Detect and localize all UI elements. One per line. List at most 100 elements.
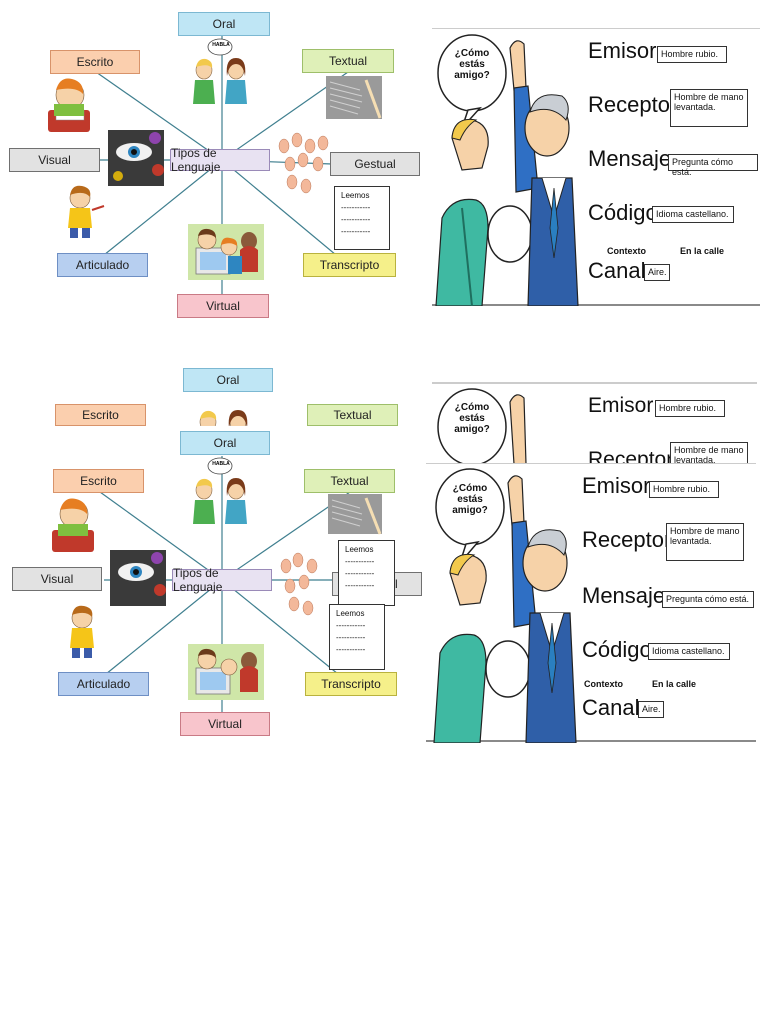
contexto-value: En la calle [680, 246, 725, 256]
reading-note-2: Leemos ----------- ----------- ---------… [329, 604, 385, 670]
note-title: Leemos [341, 191, 370, 200]
node-oral: Oral [183, 368, 273, 392]
node-tipos-de-lenguaje: Tipos de Lenguaje [172, 566, 272, 594]
emisor-label: Emisor: [588, 394, 660, 417]
child-writing-illustration [48, 78, 90, 132]
eye-collage-illustration [108, 130, 164, 186]
node-transcripto-label: Transcripto [319, 258, 380, 272]
node-virtual: Virtual [180, 712, 270, 736]
note-line: ----------- [341, 215, 371, 224]
node-transcripto-label: Transcripto [321, 677, 381, 691]
partial-illustration [432, 382, 757, 464]
node-escrito-label: Escrito [80, 474, 117, 488]
node-oral: Oral [178, 12, 270, 36]
codigo-label: Código: [588, 200, 664, 225]
receptor-label: Receptor: [582, 527, 678, 552]
canal-label: Canal: [588, 258, 652, 283]
diagram-connectors [48, 36, 382, 296]
note-line: ----------- [345, 569, 375, 578]
receptor-label: Receptor: [588, 92, 684, 117]
reading-note: Leemos ----------- ----------- ---------… [338, 540, 395, 606]
node-gestual-label: Gestual [354, 157, 396, 171]
mensaje-value: Pregunta cómo está. [668, 154, 758, 177]
two-men-illustration [426, 463, 756, 743]
node-visual: Visual [12, 567, 102, 591]
node-articulado-label: Articulado [75, 258, 130, 272]
contexto-label: Contexto [607, 246, 646, 256]
speech-bubble-text: ¿Cómo estás amigo? [452, 483, 488, 516]
note-title: Leemos [336, 609, 365, 618]
node-visual-label: Visual [40, 572, 74, 586]
eye-collage-illustration [110, 550, 166, 606]
node-escrito: Escrito [53, 469, 144, 493]
language-types-diagram: Oral Escrito Textual Visual Tipos de Len… [0, 0, 430, 330]
note-line: ----------- [341, 203, 371, 212]
mensaje-value: Pregunta cómo está. [662, 591, 754, 608]
note-line: ----------- [341, 227, 371, 236]
node-virtual: Virtual [177, 294, 269, 318]
emisor-label: Emisor: [582, 473, 657, 498]
receptor-value: Hombre de mano levantada. [670, 89, 748, 127]
node-textual-label: Textual [328, 54, 368, 68]
communication-elements-panel-2: ¿Cómo estás amigo? Emisor: Hombre rubio.… [426, 463, 756, 743]
node-oral-label: Oral [213, 436, 237, 450]
node-articulado: Articulado [58, 672, 149, 696]
speech-bubble-small: HABLA [212, 461, 230, 467]
canal-value: Aire. [644, 264, 670, 281]
node-textual-label: Textual [333, 408, 372, 422]
receptor-value: Hombre de mano levantada. [666, 523, 744, 561]
contexto-label: Contexto [584, 679, 623, 689]
communication-elements-panel: ¿Cómo estás amigo? Emisor: Hombre rubio.… [432, 28, 760, 306]
emisor-label: Emisor: [588, 38, 663, 63]
speech-bubble-text: ¿Cómo estás amigo? [454, 48, 490, 81]
kids-computer-illustration [188, 224, 264, 280]
node-visual-label: Visual [38, 153, 71, 167]
codigo-value: Idioma castellano. [648, 643, 730, 660]
note-title: Leemos [345, 545, 374, 554]
receptor-value: Hombre de mano levantada. [670, 442, 748, 464]
receptor-label: Receptor: [588, 448, 680, 464]
codigo-label: Código: [582, 637, 658, 662]
node-textual: Textual [307, 404, 398, 426]
talking-boy-illustration [68, 185, 105, 238]
node-escrito-label: Escrito [82, 408, 119, 422]
node-tipos-label: Tipos de Lenguaje [171, 146, 221, 174]
mensaje-label: Mensaje: [582, 583, 672, 608]
talking-kids-partial [196, 409, 250, 426]
talking-kids-illustration [192, 457, 248, 525]
mensaje-label: Mensaje: [588, 146, 678, 171]
note-line: ----------- [345, 581, 375, 590]
kids-computer-illustration [188, 644, 264, 700]
node-escrito: Escrito [55, 404, 146, 426]
node-escrito-label: Escrito [76, 55, 114, 69]
canal-value: Aire. [638, 701, 664, 718]
diagram-partial-copy: Oral Escrito Textual [0, 366, 430, 426]
two-men-illustration [432, 28, 760, 306]
node-tipos-label: Tipos de Lenguaje [173, 566, 223, 594]
node-textual: Textual [302, 49, 394, 73]
emisor-value: Hombre rubio. [657, 46, 727, 63]
node-transcripto: Transcripto [305, 672, 397, 696]
talking-kids-illustration [192, 38, 248, 105]
note-line: ----------- [345, 557, 375, 566]
language-types-diagram-2: Oral Escrito Textual Visual Tipos de Len… [0, 426, 430, 746]
contexto-value: En la calle [652, 679, 697, 689]
note-line: ----------- [336, 621, 366, 630]
node-transcripto: Transcripto [303, 253, 396, 277]
hand-signs-illustration [280, 552, 318, 616]
talking-boy-illustration [70, 605, 94, 658]
speech-bubble-text: ¿Cómo estás amigo? [454, 402, 490, 435]
reading-note: Leemos ----------- ----------- ---------… [334, 186, 390, 250]
node-articulado-label: Articulado [76, 677, 131, 691]
node-virtual-label: Virtual [208, 717, 242, 731]
codigo-value: Idioma castellano. [652, 206, 734, 223]
node-articulado: Articulado [57, 253, 148, 277]
node-oral-label: Oral [212, 17, 236, 31]
node-textual: Textual [304, 469, 395, 493]
node-gestual: Gestual [330, 152, 420, 176]
node-textual-label: Textual [330, 474, 369, 488]
note-line: ----------- [336, 633, 366, 642]
node-visual: Visual [9, 148, 100, 172]
node-tipos-de-lenguaje: Tipos de Lenguaje [170, 146, 270, 174]
diagram-connectors [52, 456, 382, 712]
